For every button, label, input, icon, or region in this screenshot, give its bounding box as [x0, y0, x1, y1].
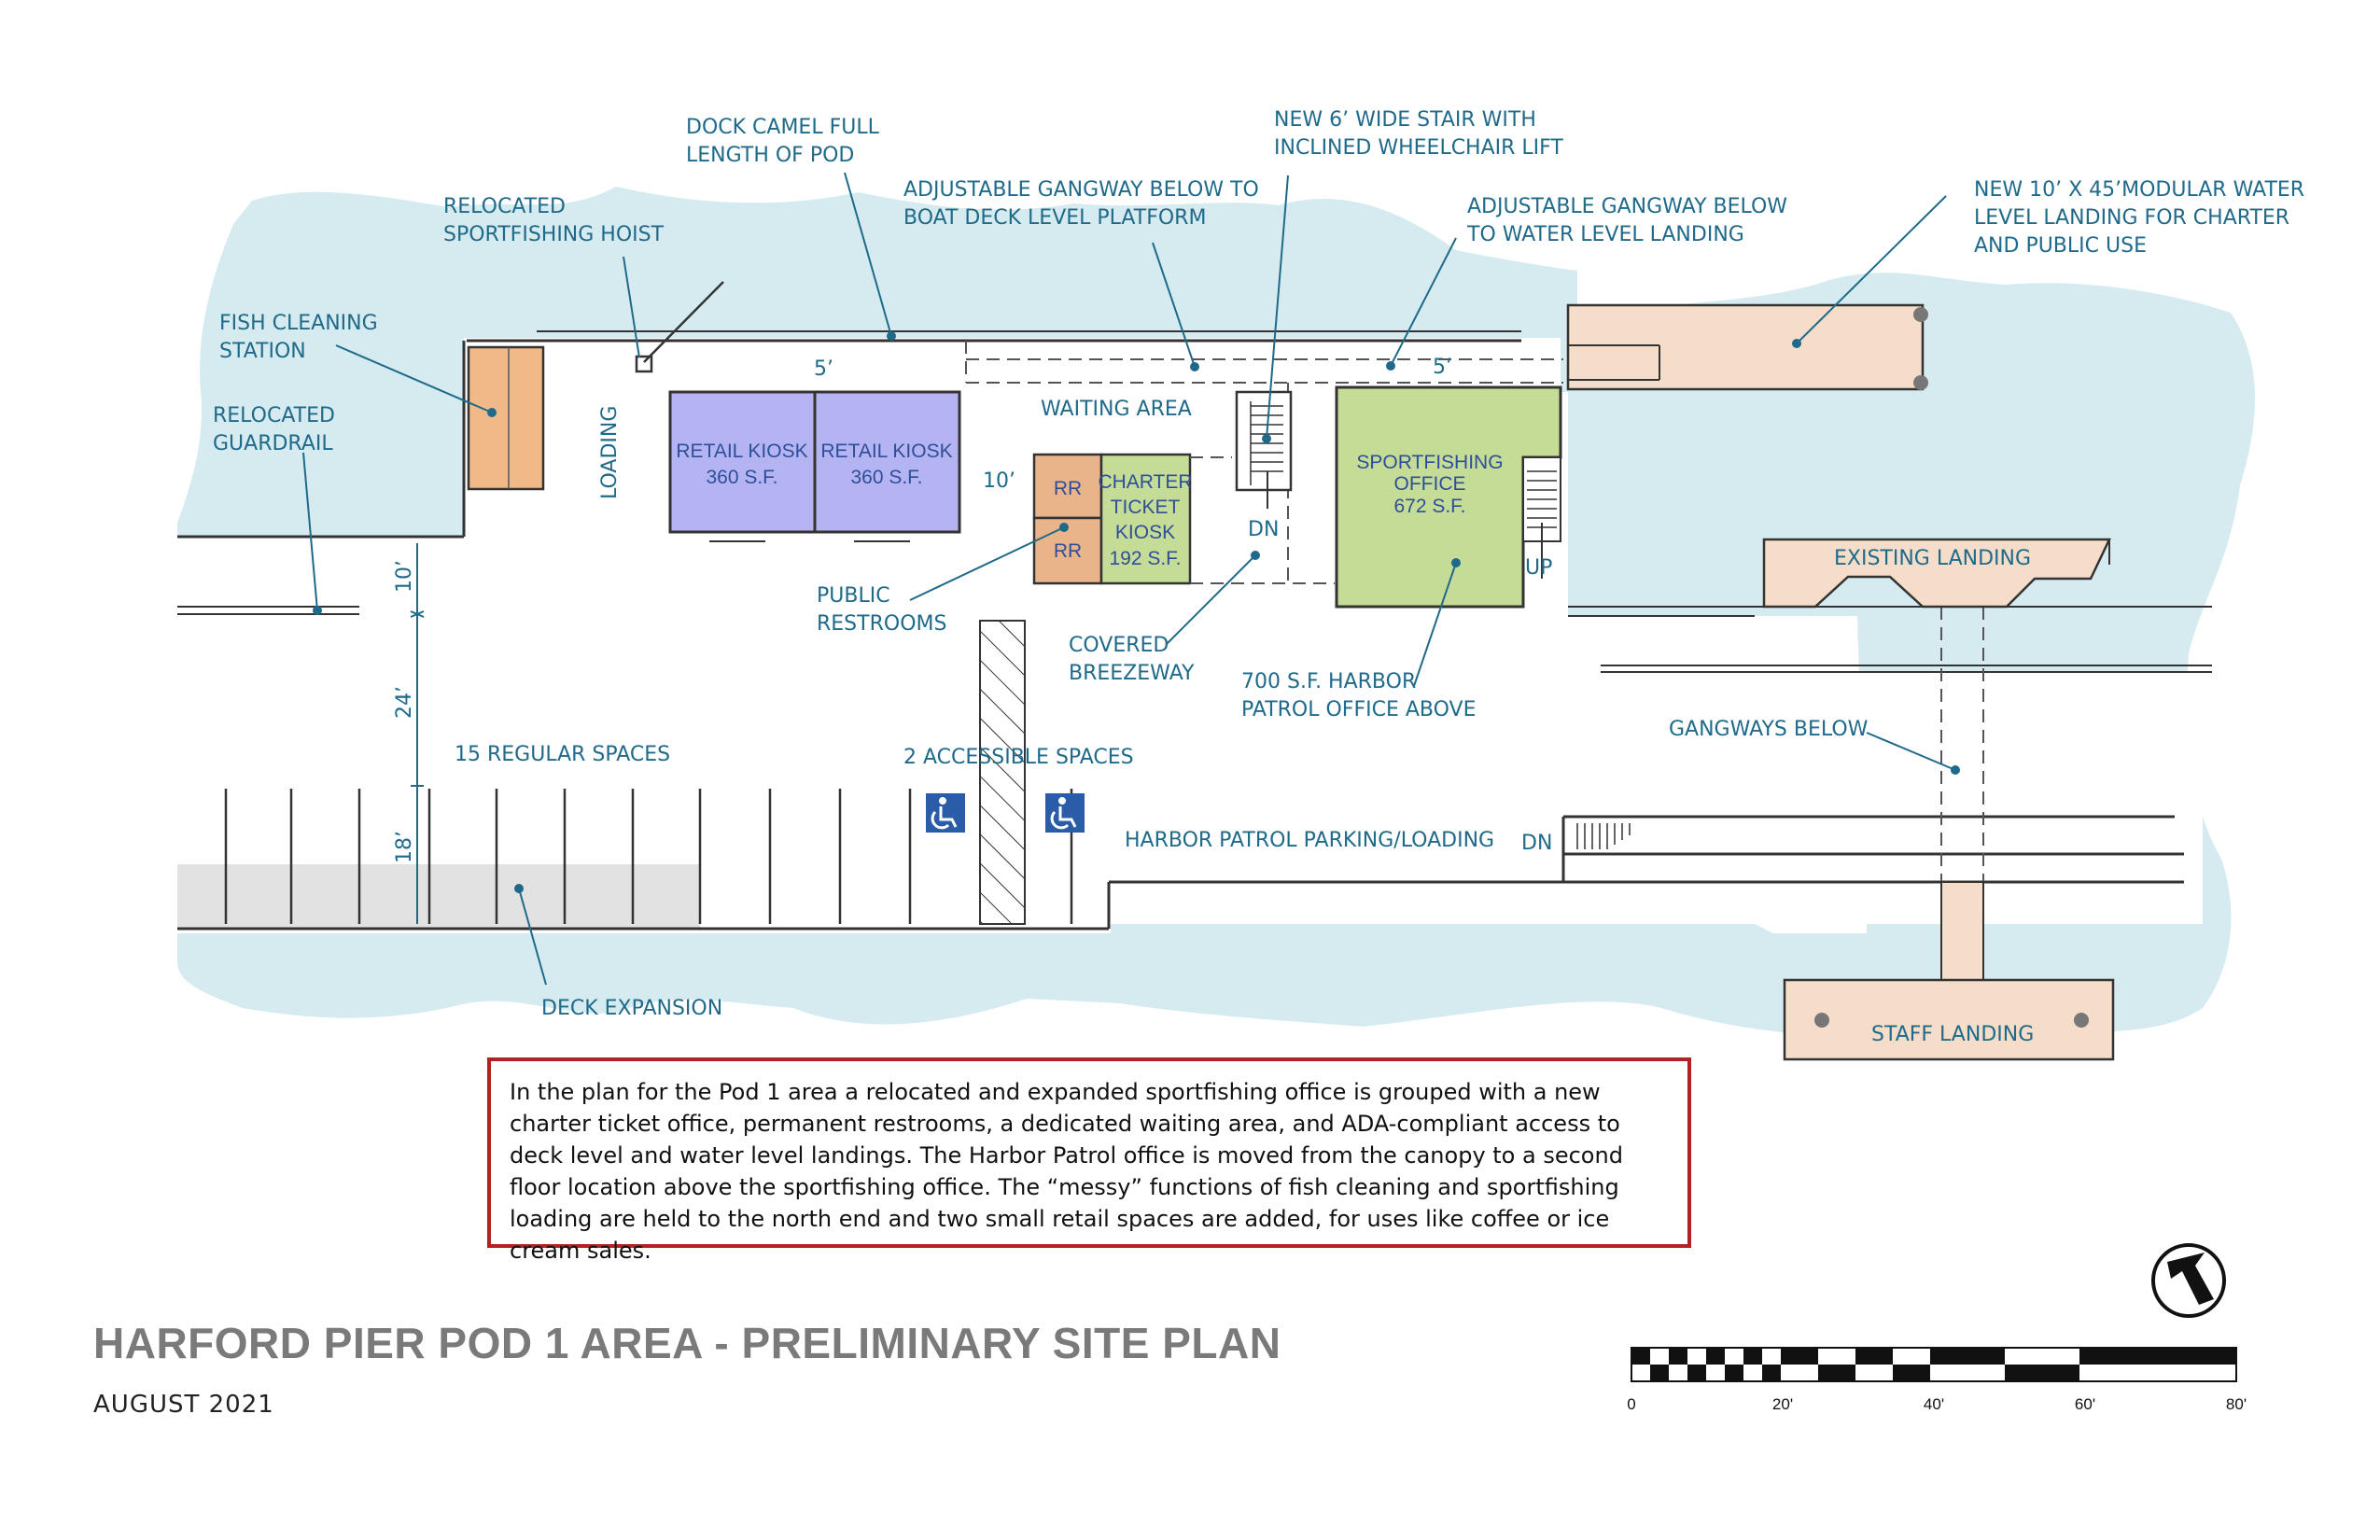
sportfishing-office-label: SPORTFISHING: [1356, 452, 1503, 473]
dimension-label: 10’: [393, 560, 416, 593]
retail-kiosk: [813, 390, 961, 534]
scale-tick-label: 20': [1772, 1395, 1793, 1413]
plan-description: In the plan for the Pod 1 area a relocat…: [487, 1057, 1691, 1264]
fish-cleaning-label: FISH CLEANING: [219, 312, 378, 335]
gangway-water-label: TO WATER LEVEL LANDING: [1466, 223, 1744, 246]
sportfishing-office-label: OFFICE: [1394, 473, 1466, 495]
scale-bar: [1631, 1347, 2237, 1382]
scale-tick-label: 60': [2075, 1395, 2095, 1413]
staff-landing: [1783, 978, 2115, 1061]
charter-kiosk-area: 192 S.F.: [1109, 548, 1181, 569]
retail-kiosk-name: RETAIL KIOSK: [676, 441, 807, 462]
existing-landing: [1762, 538, 2111, 609]
breezeway-label: COVERED: [1069, 634, 1169, 657]
deck-expansion: [177, 864, 700, 928]
loading-label: LOADING: [598, 406, 622, 499]
harbor-parking-label: HARBOR PATROL PARKING/LOADING: [1125, 829, 1494, 852]
existing-landing-label: EXISTING LANDING: [1834, 547, 2031, 570]
dimension-label: 10’: [983, 469, 1015, 493]
regular-spaces-label: 15 REGULAR SPACES: [455, 743, 670, 766]
retail-kiosk-area: 360 S.F.: [706, 467, 777, 488]
stair-label: NEW 6’ WIDE STAIR WITH: [1274, 108, 1536, 132]
fish-cleaning-label: STATION: [219, 340, 306, 363]
restroom-label: RR: [1054, 540, 1082, 562]
dn-label: DN: [1248, 518, 1279, 541]
accessible-aisle: [979, 620, 1026, 925]
breezeway-label: BREEZEWAY: [1069, 662, 1195, 685]
up-label: UP: [1525, 556, 1552, 580]
fish-cleaning-station: [467, 345, 545, 491]
modular-landing-label: LEVEL LANDING FOR CHARTER: [1974, 206, 2289, 230]
charter-kiosk-label: CHARTER: [1098, 471, 1192, 493]
accessible-parking-icon: [926, 793, 965, 833]
scale-tick-label: 40': [1924, 1395, 1944, 1413]
dn-label: DN: [1521, 832, 1552, 855]
staff-landing-label: STAFF LANDING: [1871, 1023, 2034, 1046]
charter-kiosk-label: KIOSK: [1115, 522, 1175, 543]
dimension-label: 5’: [814, 357, 833, 381]
dock-camel-label: DOCK CAMEL FULL: [686, 116, 880, 139]
dimension-label: 24’: [393, 686, 416, 719]
deck-expansion-label: DECK EXPANSION: [541, 997, 722, 1020]
retail-kiosk: [668, 390, 817, 534]
hoist-label: RELOCATED: [443, 195, 566, 218]
scale-tick-label: 0: [1627, 1395, 1635, 1413]
sportfishing-hoist: [635, 355, 653, 373]
dimension-label: 5’: [1433, 356, 1452, 379]
harbor-patrol-label: 700 S.F. HARBOR: [1241, 670, 1416, 693]
modular-water-landing: [1566, 303, 1925, 391]
public-restrooms-label: PUBLIC: [817, 584, 890, 608]
charter-kiosk-label: TICKET: [1111, 497, 1181, 518]
accessible-parking-icon: [1045, 793, 1085, 833]
modular-landing-label: NEW 10’ X 45’MODULAR WATER: [1974, 178, 2304, 202]
plan-date: AUGUST 2021: [93, 1391, 274, 1419]
charter-ticket-kiosk: [1099, 453, 1192, 585]
guardrail-label: RELOCATED: [213, 404, 335, 427]
retail-kiosk-name: RETAIL KIOSK: [820, 441, 952, 462]
page-title: HARFORD PIER POD 1 AREA - PRELIMINARY SI…: [93, 1319, 1281, 1367]
public-restrooms-label: RESTROOMS: [817, 612, 946, 636]
gangway-water-label: ADJUSTABLE GANGWAY BELOW: [1467, 195, 1787, 218]
dimension-label: 18’: [393, 831, 416, 863]
north-arrow-icon: [2151, 1243, 2226, 1318]
harbor-patrol-label: PATROL OFFICE ABOVE: [1241, 698, 1477, 721]
hoist-label: SPORTFISHING HOIST: [443, 223, 665, 246]
dock-camel-label: LENGTH OF POD: [686, 144, 854, 167]
sportfishing-office-area: 672 S.F.: [1393, 496, 1465, 517]
accessible-spaces-label: 2 ACCESSIBLE SPACES: [903, 746, 1134, 769]
retail-kiosk-area: 360 S.F.: [850, 467, 922, 488]
waiting-area-label: WAITING AREA: [1041, 398, 1192, 421]
guardrail-label: GUARDRAIL: [213, 432, 333, 455]
gangway: [1940, 881, 1984, 984]
scale-tick-label: 80': [2226, 1395, 2247, 1413]
modular-landing-label: AND PUBLIC USE: [1974, 234, 2147, 258]
gangways-below-label: GANGWAYS BELOW: [1669, 718, 1869, 741]
gangway-boat-label: ADJUSTABLE GANGWAY BELOW TO: [903, 178, 1259, 202]
restroom-label: RR: [1054, 478, 1082, 499]
stair-label: INCLINED WHEELCHAIR LIFT: [1274, 136, 1563, 160]
gangway-boat-label: BOAT DECK LEVEL PLATFORM: [903, 206, 1206, 230]
